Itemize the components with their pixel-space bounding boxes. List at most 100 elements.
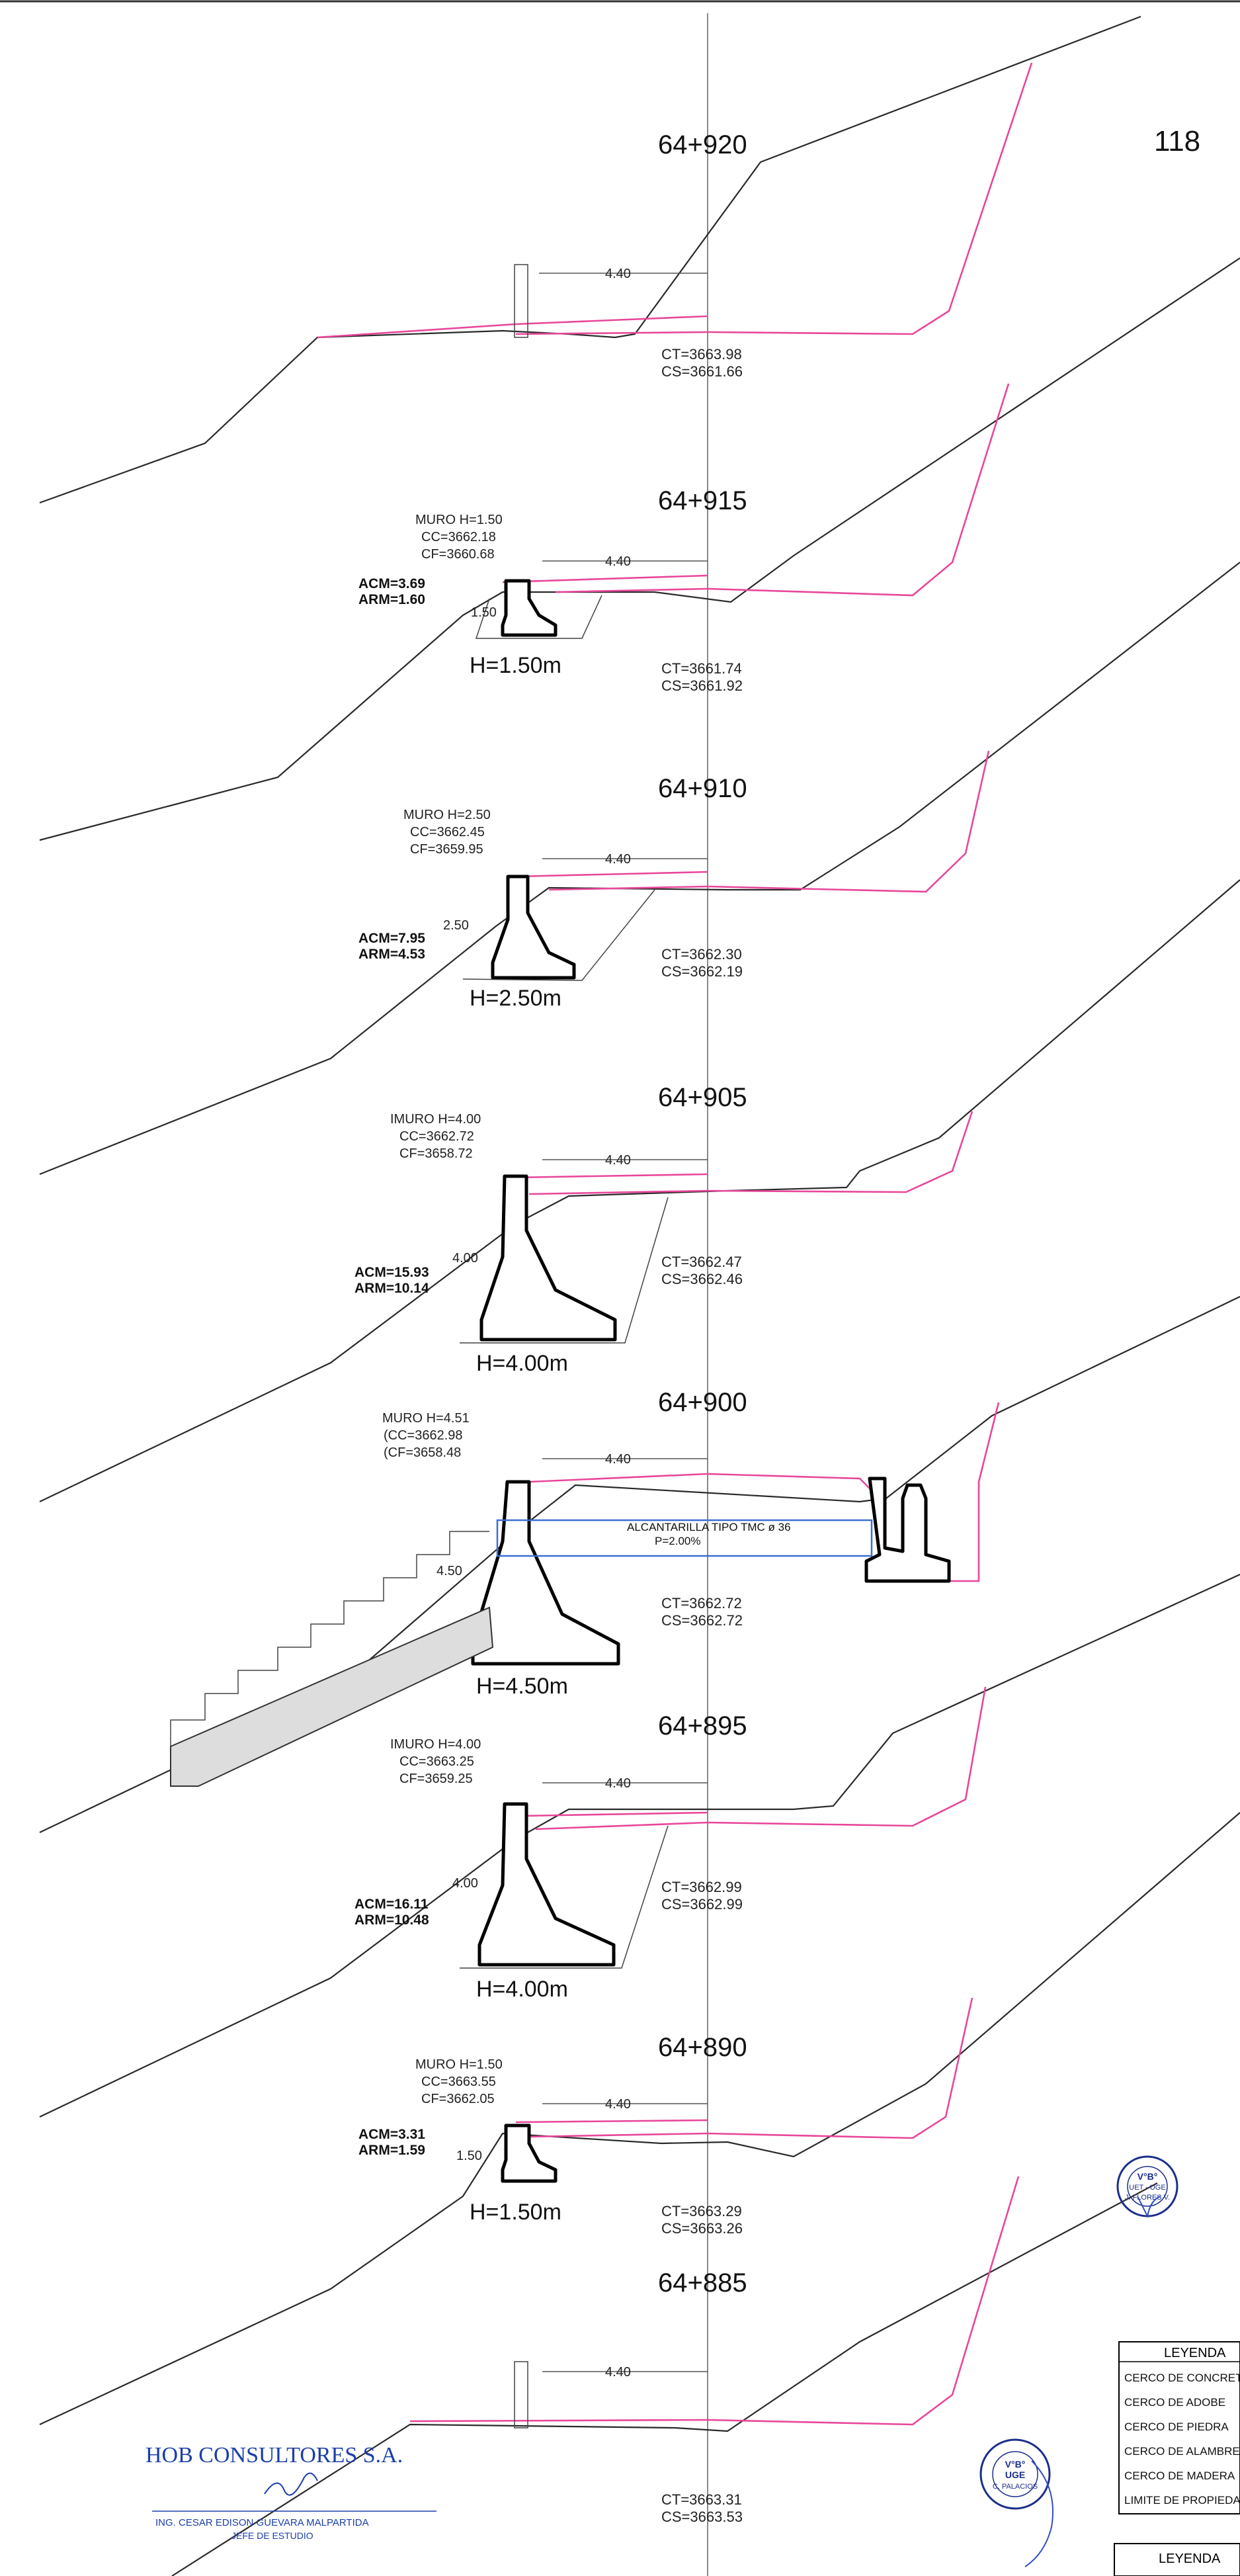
stamp-line-1: V°B° — [1005, 2459, 1026, 2469]
ground-line — [171, 2182, 1158, 2576]
culvert — [496, 1519, 873, 1557]
station-label: 64+915 — [658, 486, 747, 515]
company-signature — [264, 2472, 318, 2496]
cf-label: CF=3659.95 — [410, 842, 483, 857]
stamp-line-1: V°B° — [1137, 2171, 1158, 2182]
cc-label: (CC=3662.98 — [384, 1428, 463, 1443]
ct-label: CT=3663.29 — [661, 2203, 742, 2219]
section-64-885: 64+885 4.40 CT=3663.31 CS=3663.53 — [171, 2176, 1158, 2576]
proposed-lower — [548, 750, 990, 893]
section-64-905: 64+905 4.40 IMURO H=4.00 CC=3662.72 CF=3… — [39, 879, 1240, 1502]
station-label: 64+895 — [658, 1711, 747, 1740]
cs-label: CS=3661.66 — [661, 363, 743, 380]
wall-title: MURO H=2.50 — [403, 808, 491, 822]
excavation-line — [475, 595, 602, 639]
cc-label: CC=3662.72 — [399, 1129, 474, 1144]
fence-post — [514, 2361, 528, 2428]
ground-line — [39, 15, 1141, 504]
stamp-line-3: C. PALACIOS — [993, 2483, 1038, 2491]
offset-label: 4.40 — [605, 554, 631, 569]
approval-stamp-bottom: V°B° UGE C. PALACIOS — [979, 2438, 1054, 2567]
proposed-upper — [522, 1811, 708, 1817]
station-label: 64+920 — [658, 130, 747, 159]
stamp-line-2: UET - UGE — [1129, 2184, 1165, 2192]
acm-label: ACM=7.95 — [358, 931, 425, 946]
proposed-upper — [515, 871, 708, 878]
ground-line — [39, 257, 1240, 841]
proposed-line — [409, 2176, 1020, 2426]
cf-label: CF=3660.68 — [421, 547, 495, 562]
offset-label: 4.40 — [605, 2365, 631, 2380]
offset-label: 4.40 — [605, 1153, 631, 1168]
height-dim: 2.50 — [443, 918, 469, 933]
legend-item: CERCO DE ADOBE — [1124, 2396, 1225, 2409]
wall-title: MURO H=4.51 — [382, 1411, 470, 1426]
cs-label: CS=3662.99 — [661, 1896, 743, 1912]
cc-label: CC=3662.45 — [410, 825, 485, 839]
proposed-lower — [528, 1111, 973, 1195]
arm-label: ARM=4.53 — [358, 947, 425, 962]
company-name: HOB CONSULTORES S.A. — [145, 2443, 403, 2468]
arm-label: ARM=1.60 — [358, 592, 425, 607]
gabion-steps — [170, 1531, 489, 1786]
station-label: 64+905 — [658, 1083, 747, 1112]
ct-label: CT=3662.99 — [661, 1879, 742, 1895]
section-64-920: 64+920 4.40 CT=3663.98 CS=3661.66 — [39, 15, 1141, 504]
stamp-line-3: J. FLORES V. — [1125, 2194, 1170, 2202]
wall-height-label: H=4.50m — [476, 1674, 568, 1699]
cs-label: CS=3662.19 — [661, 963, 743, 980]
ground-line — [39, 1812, 1240, 2425]
cf-label: CF=3659.25 — [399, 1772, 473, 1786]
height-dim: 4.00 — [452, 1876, 478, 1891]
proposed-upper — [515, 1173, 708, 1179]
cf-label: CF=3662.05 — [421, 2092, 495, 2106]
wall-title: MURO H=1.50 — [415, 2057, 503, 2072]
headwall — [864, 1477, 951, 1583]
retaining-wall — [479, 1174, 617, 1342]
section-64-890: 64+890 4.40 MURO H=1.50 CC=3663.55 CF=36… — [39, 1812, 1240, 2425]
height-dim: 1.50 — [471, 605, 497, 620]
retaining-wall — [501, 2124, 558, 2183]
excavation-line — [462, 889, 655, 981]
retaining-wall — [477, 1802, 616, 1967]
legend-title: LEYENDA — [1164, 2346, 1226, 2360]
cs-label: CS=3663.53 — [661, 2509, 743, 2525]
stamp-line-2: UGE — [1005, 2469, 1025, 2480]
gabion-fill — [170, 1606, 494, 1787]
height-dim: 4.50 — [436, 1564, 462, 1578]
offset-label: 4.40 — [605, 1452, 631, 1467]
offset-label: 4.40 — [605, 1776, 631, 1791]
station-label: 64+885 — [658, 2268, 747, 2297]
cs-label: CS=3661.92 — [661, 677, 743, 694]
acm-label: ACM=3.69 — [358, 576, 425, 591]
acm-label: ACM=16.11 — [354, 1897, 429, 1912]
stamp-inner-ring — [1127, 2166, 1168, 2207]
proposed-upper — [528, 1473, 874, 1492]
legend-frame — [1118, 2341, 1240, 2514]
cc-label: CC=3663.25 — [399, 1754, 474, 1769]
wall-height-label: H=1.50m — [470, 653, 561, 678]
legend-frame-2 — [1114, 2543, 1240, 2576]
legend-title-2: LEYENDA — [1159, 2552, 1221, 2566]
stamp-ring — [979, 2438, 1051, 2510]
section-64-915: 64+915 4.40 MURO H=1.50 CC=3662.18 CF=36… — [39, 257, 1240, 841]
station-label: 64+900 — [658, 1388, 747, 1417]
acm-label: ACM=3.31 — [358, 2127, 425, 2142]
stamp-inner-ring — [992, 2451, 1038, 2497]
cf-label: (CF=3658.48 — [384, 1445, 461, 1460]
arm-label: ARM=10.48 — [354, 1912, 429, 1928]
company-stamp: HOB CONSULTORES S.A. ING. CESAR EDISON G… — [145, 2443, 436, 2541]
arm-label: ARM=10.14 — [354, 1281, 429, 1296]
proposed-lower — [926, 1402, 1000, 1582]
engineer-role: JEFE DE ESTUDIO — [231, 2530, 313, 2541]
wall-height-label: H=1.50m — [470, 2200, 561, 2225]
wall-title: IMURO H=4.00 — [390, 1112, 481, 1127]
acm-label: ACM=15.93 — [354, 1265, 429, 1280]
culvert-slope: P=2.00% — [655, 1535, 700, 1547]
excavation-line — [460, 1197, 669, 1344]
wall-height-label: H=4.00m — [476, 1351, 568, 1376]
offset-label: 4.40 — [605, 267, 631, 281]
legend-item: CERCO DE ALAMBRE — [1124, 2445, 1240, 2458]
ground-line — [39, 879, 1240, 1502]
